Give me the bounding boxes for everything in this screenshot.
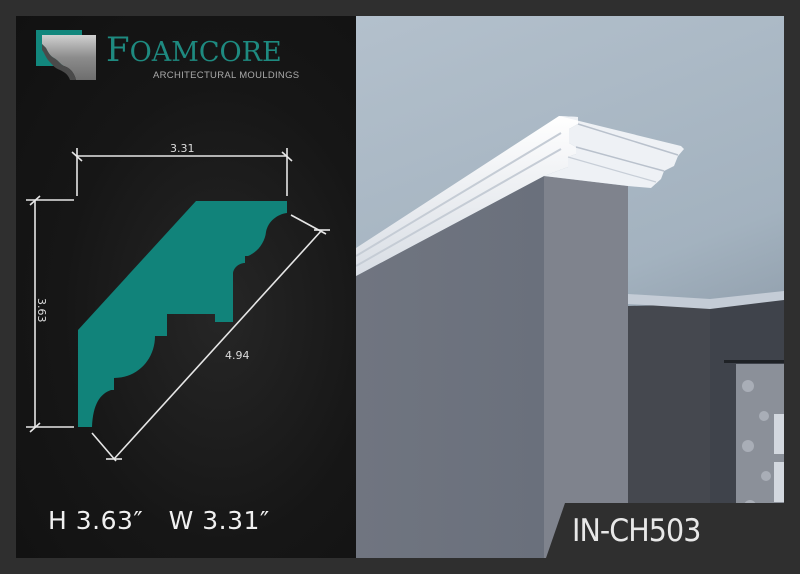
crown-moulding-logo-icon [36, 30, 96, 80]
diagonal-dimension-label: 4.94 [225, 349, 250, 362]
brand-name: FOAMCORE [106, 30, 282, 70]
product-code: IN-CH503 [572, 513, 701, 549]
brand-logo: FOAMCORE ARCHITECTURAL MOULDINGS [36, 30, 326, 90]
product-code-tag: IN-CH503 [546, 503, 784, 558]
profile-drawing: 3.31 3.63 4.94 [26, 142, 330, 462]
room-scene-image [356, 16, 784, 558]
dimensions-summary: H 3.63″ W 3.31″ [48, 506, 270, 535]
moulding-profile-shape [78, 201, 287, 427]
brand-tagline: ARCHITECTURAL MOULDINGS [153, 70, 300, 81]
spec-panel: FOAMCORE ARCHITECTURAL MOULDINGS [16, 16, 356, 558]
height-dimension-label: 3.63 [35, 298, 48, 323]
installed-moulding-photo [356, 16, 784, 558]
width-dimension-label: 3.31 [170, 142, 195, 155]
